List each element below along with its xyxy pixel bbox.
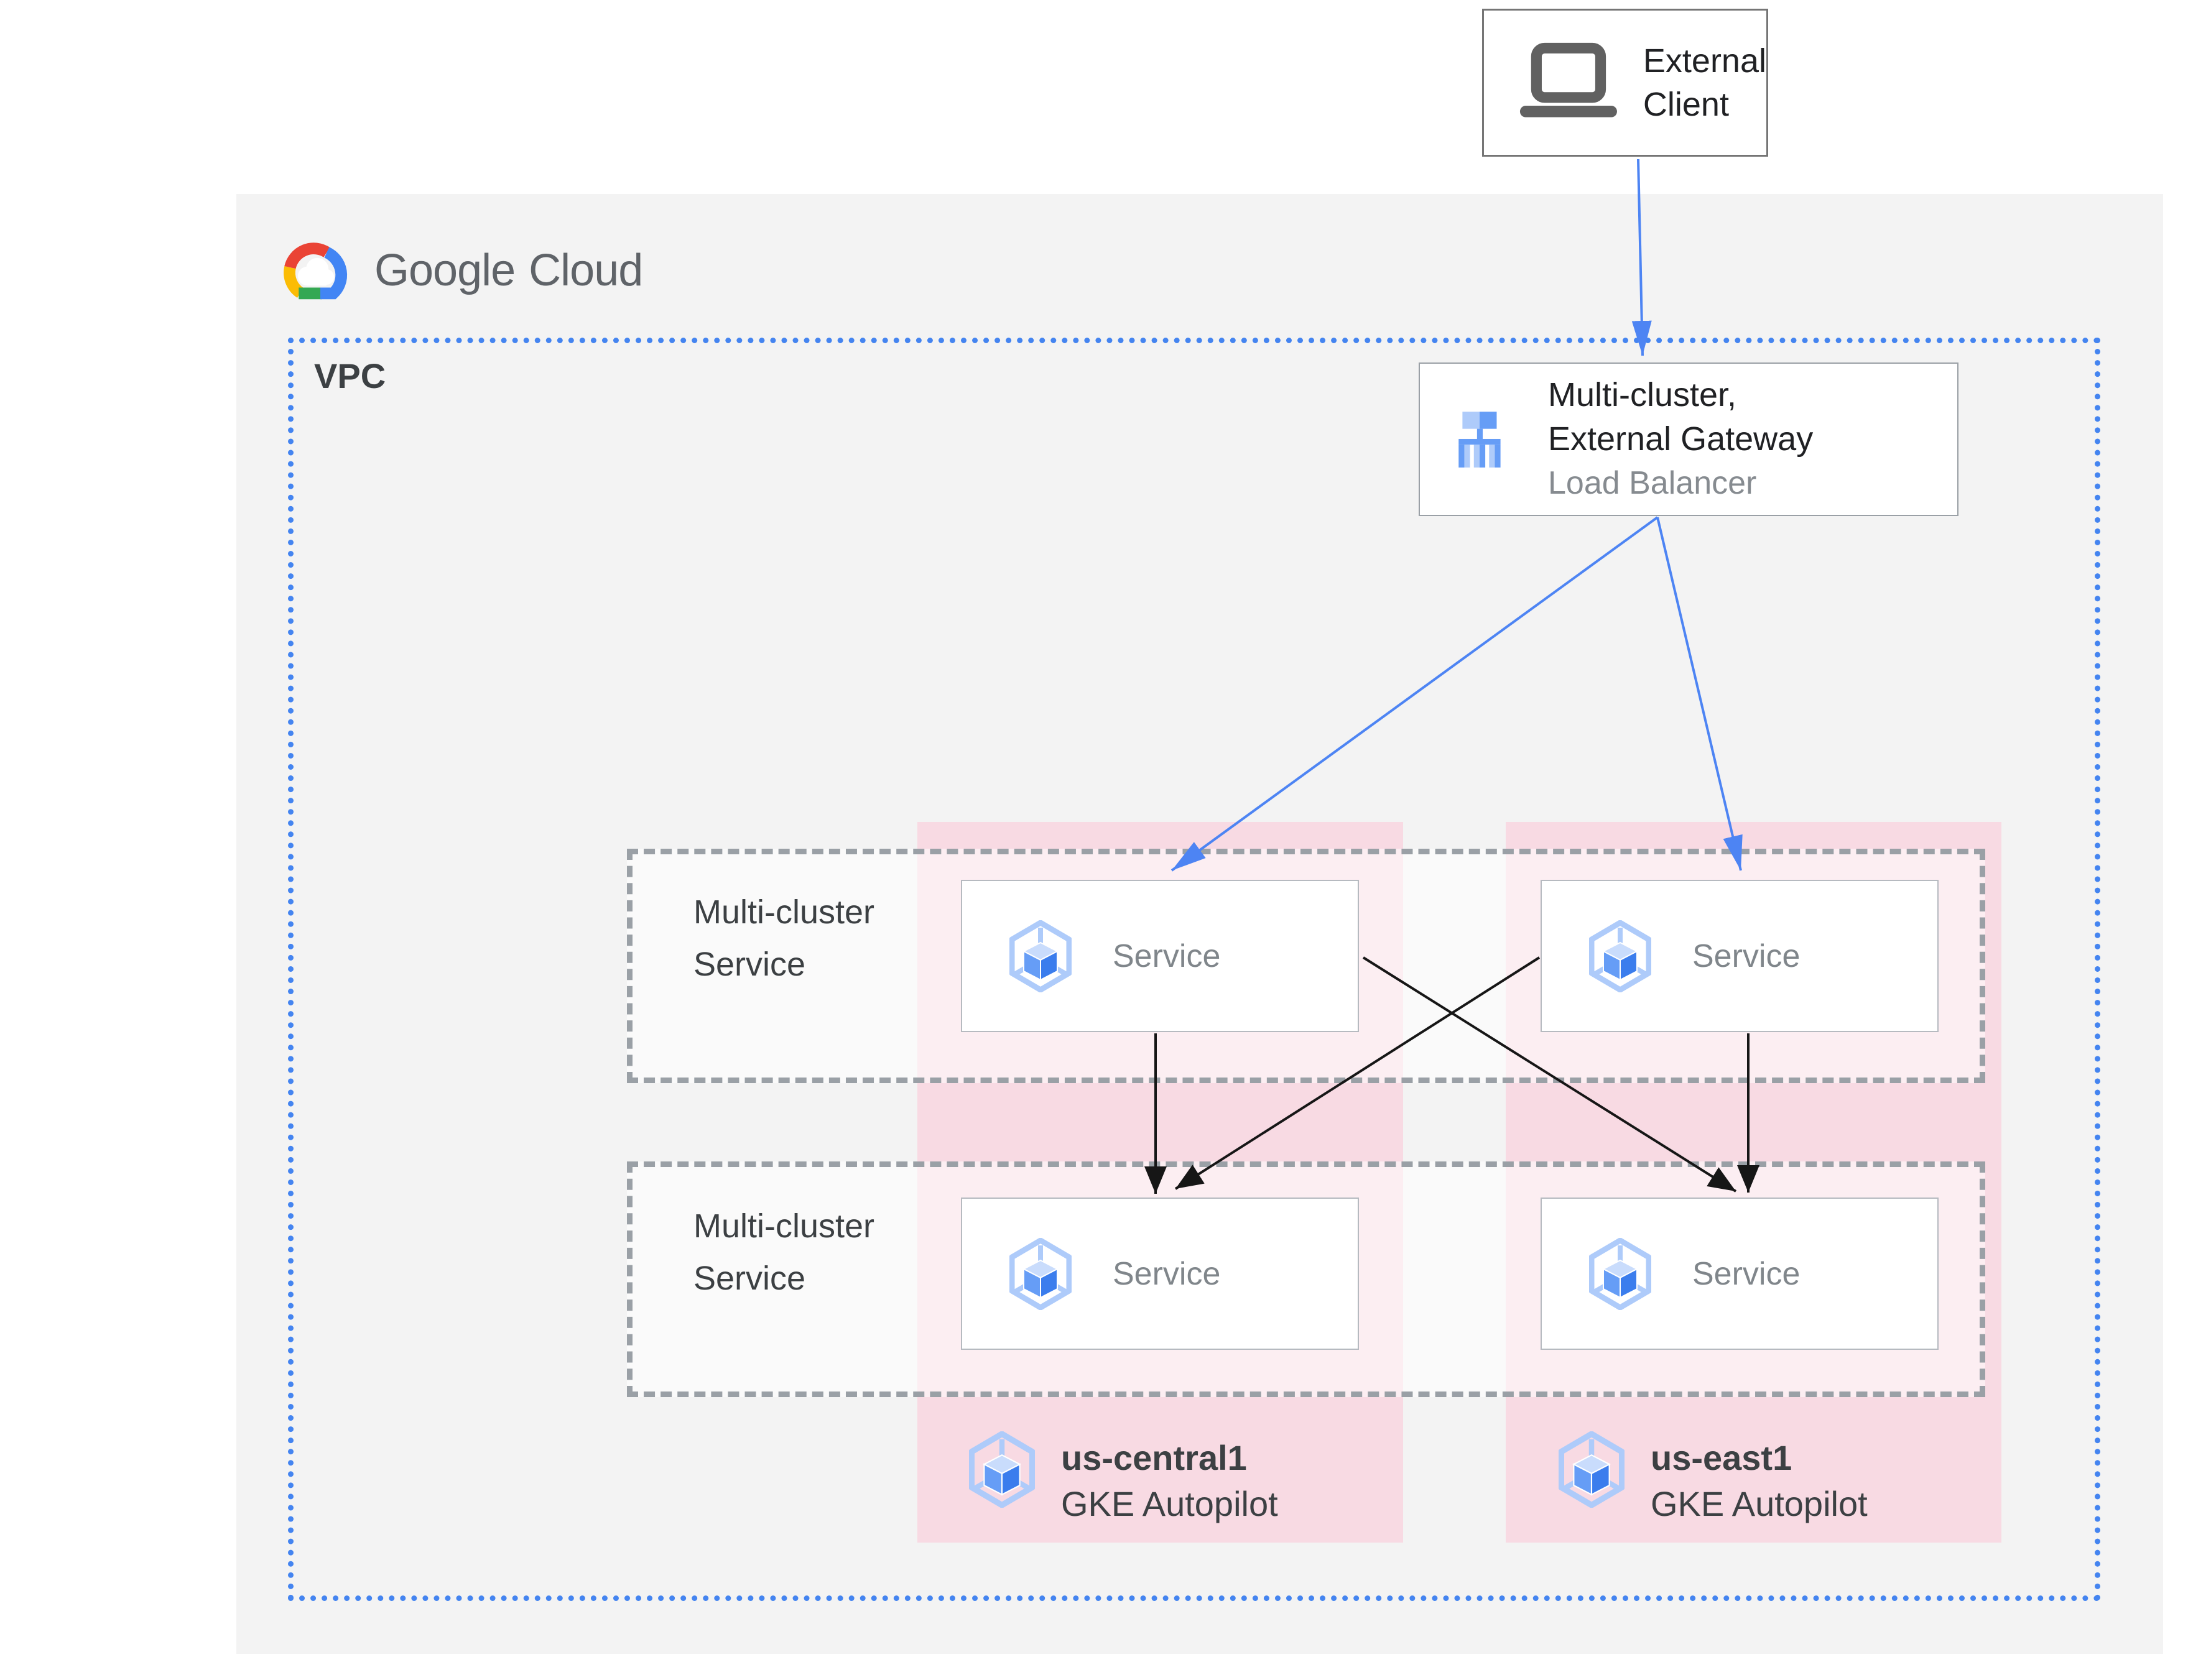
google-cloud-logo-icon [284, 242, 348, 300]
service-card: Service [961, 880, 1359, 1032]
gke-service-icon [1589, 920, 1651, 992]
gke-cluster-icon [969, 1431, 1035, 1508]
multi-cluster-service-label-bottom: Multi-cluster Service [693, 1200, 874, 1304]
gke-service-icon [1589, 1237, 1651, 1310]
cluster-footer-us-east1: us-east1 GKE Autopilot [1559, 1431, 1868, 1527]
mcs-label-line2: Service [693, 1260, 806, 1297]
google-cloud-logo: Google Cloud [274, 238, 643, 303]
external-client-label-line2: Client [1643, 86, 1729, 123]
mcs-label-line1: Multi-cluster [693, 1207, 875, 1245]
multi-cluster-service-label-top: Multi-cluster Service [693, 886, 874, 990]
mcs-label-line1: Multi-cluster [693, 893, 875, 931]
service-label: Service [1692, 938, 1801, 974]
logo-word-cloud: Cloud [529, 246, 643, 295]
cluster-platform-name: GKE Autopilot [1061, 1484, 1278, 1523]
service-card: Service [1541, 1198, 1939, 1350]
service-label: Service [1113, 1255, 1221, 1292]
vpc-boundary [288, 338, 2100, 1601]
laptop-icon [1519, 42, 1617, 118]
external-client-label-line1: External [1643, 42, 1766, 80]
gke-service-icon [1009, 920, 1072, 992]
service-label: Service [1113, 938, 1221, 974]
load-balancer-card: Multi-cluster, External Gateway Load Bal… [1419, 362, 1958, 516]
cluster-region-name: us-central1 [1061, 1438, 1247, 1477]
google-cloud-wordmark: Google Cloud [374, 245, 643, 296]
logo-word-google: Google [374, 246, 516, 295]
vpc-label: VPC [314, 356, 386, 395]
service-card: Service [1541, 880, 1939, 1032]
service-label: Service [1692, 1255, 1801, 1292]
load-balancer-title-line2: External Gateway [1548, 420, 1814, 458]
load-balancer-subtitle: Load Balancer [1548, 465, 1757, 501]
gke-service-icon [1009, 1237, 1072, 1310]
external-client-card: External Client [1482, 9, 1768, 157]
cluster-footer-us-central1: us-central1 GKE Autopilot [969, 1431, 1278, 1527]
cluster-platform-name: GKE Autopilot [1651, 1484, 1868, 1523]
load-balancer-icon [1458, 411, 1501, 468]
cluster-region-name: us-east1 [1651, 1438, 1792, 1477]
service-card: Service [961, 1198, 1359, 1350]
load-balancer-title-line1: Multi-cluster, [1548, 376, 1737, 413]
gke-cluster-icon [1559, 1431, 1625, 1508]
mcs-label-line2: Service [693, 946, 806, 983]
